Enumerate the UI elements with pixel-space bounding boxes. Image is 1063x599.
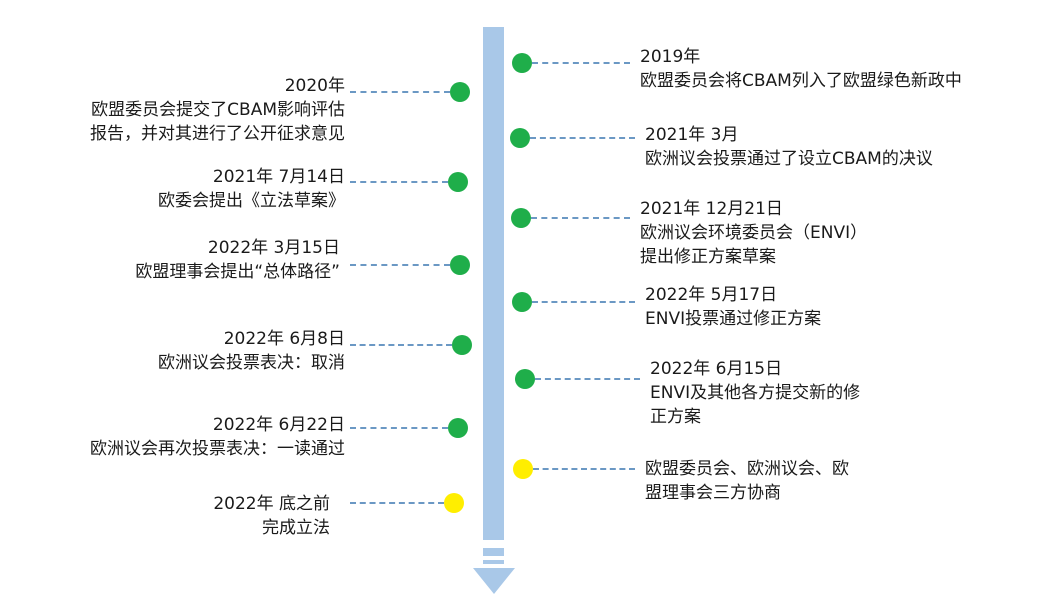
event-text: 盟理事会三方协商 — [645, 483, 781, 503]
event-text: 欧盟理事会提出“总体路径” — [135, 262, 340, 282]
event-text: 欧洲议会再次投票表决：一读通过 — [90, 439, 345, 459]
completed-milestone-dot — [450, 255, 470, 275]
event-date: 2022年 6月22日 — [212, 415, 345, 435]
completed-milestone-dot — [511, 208, 531, 228]
timeline-axis-tail-segment — [483, 560, 504, 564]
event-text: 提出修正方案草案 — [640, 247, 776, 267]
event-text: 正方案 — [650, 407, 701, 427]
event-label: 2022年 5月17日 ENVI投票通过修正方案 — [645, 283, 821, 331]
connector-line — [350, 502, 444, 504]
event-label: 2022年 3月15日欧盟理事会提出“总体路径” — [135, 236, 340, 284]
event-text: ENVI投票通过修正方案 — [645, 309, 822, 329]
event-label: 2021年 7月14日欧委会提出《立法草案》 — [158, 165, 345, 213]
event-label: 2021年 12月21日欧洲议会环境委员会（ENVI） 提出修正方案草案 — [640, 197, 867, 269]
completed-milestone-dot — [450, 82, 470, 102]
event-text: 欧洲议会投票通过了设立CBAM的决议 — [645, 149, 933, 169]
event-label: 欧盟委员会、欧洲议会、欧盟理事会三方协商 — [645, 457, 849, 505]
connector-line — [531, 217, 630, 219]
completed-milestone-dot — [452, 335, 472, 355]
event-text: 欧盟委员会将CBAM列入了欧盟绿色新政中 — [640, 71, 962, 91]
event-label: 2021年 3月欧洲议会投票通过了设立CBAM的决议 — [645, 123, 933, 171]
event-date: 2022年 底之前 — [213, 494, 330, 514]
event-text: 欧盟委员会提交了CBAM影响评估 — [91, 100, 345, 120]
event-label: 2019年欧盟委员会将CBAM列入了欧盟绿色新政中 — [640, 45, 962, 93]
completed-milestone-dot — [448, 172, 468, 192]
event-label: 2022年 6月22日欧洲议会再次投票表决：一读通过 — [90, 413, 345, 461]
event-date: 2021年 3月 — [645, 125, 739, 145]
pending-milestone-dot — [444, 493, 464, 513]
timeline-arrow-down-icon — [473, 568, 515, 594]
connector-line — [350, 344, 452, 346]
completed-milestone-dot — [448, 418, 468, 438]
event-text: 完成立法 — [262, 518, 330, 538]
event-text: 欧盟委员会、欧洲议会、欧 — [645, 459, 849, 479]
event-date: 2021年 7月14日 — [212, 167, 345, 187]
event-date: 2021年 12月21日 — [640, 199, 783, 219]
completed-milestone-dot — [510, 128, 530, 148]
connector-line — [535, 378, 640, 380]
event-date: 2022年 3月15日 — [207, 238, 340, 258]
completed-milestone-dot — [512, 53, 532, 73]
event-date: 2019年 — [640, 47, 701, 67]
event-date: 2022年 6月8日 — [223, 329, 345, 349]
event-label: 2020年欧盟委员会提交了CBAM影响评估报告，并对其进行了公开征求意见 — [90, 74, 345, 146]
connector-line — [532, 301, 635, 303]
event-label: 2022年 底之前完成立法 — [213, 492, 330, 540]
event-label: 2022年 6月8日欧洲议会投票表决：取消 — [158, 327, 345, 375]
pending-milestone-dot — [513, 459, 533, 479]
event-date: 2020年 — [284, 76, 345, 96]
connector-line — [350, 427, 448, 429]
completed-milestone-dot — [512, 292, 532, 312]
event-date: 2022年 5月17日 — [645, 285, 778, 305]
event-text: 欧洲议会投票表决：取消 — [158, 353, 345, 373]
event-text: ENVI及其他各方提交新的修 — [650, 383, 861, 403]
event-text: 欧洲议会环境委员会（ENVI） — [640, 223, 868, 243]
connector-line — [350, 264, 450, 266]
event-label: 2022年 6月15日 ENVI及其他各方提交新的修正方案 — [650, 357, 860, 429]
completed-milestone-dot — [515, 369, 535, 389]
connector-line — [350, 91, 450, 93]
connector-line — [530, 137, 635, 139]
timeline-axis-tail-segment — [483, 548, 504, 556]
connector-line — [532, 62, 630, 64]
event-text: 欧委会提出《立法草案》 — [158, 191, 345, 211]
event-text: 报告，并对其进行了公开征求意见 — [90, 124, 345, 144]
timeline-axis — [483, 27, 504, 540]
connector-line — [533, 468, 635, 470]
connector-line — [350, 181, 448, 183]
event-date: 2022年 6月15日 — [650, 359, 783, 379]
